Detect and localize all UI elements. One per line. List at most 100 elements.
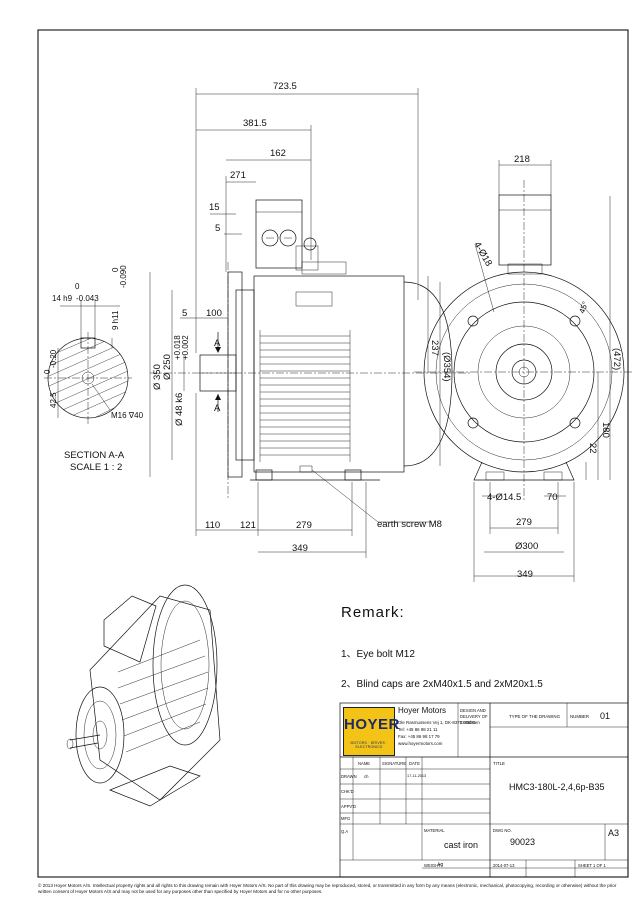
title-block [339, 702, 629, 878]
company-name: Hoyer Motors [398, 706, 447, 715]
front-view [414, 180, 634, 500]
side-view [150, 199, 470, 500]
sec-14h9-tol: -0.043 [76, 294, 99, 303]
sec-14h9: 14 h9 [52, 294, 73, 303]
dim-5-mid: 5 [182, 308, 187, 319]
side-note-3: CODES [460, 720, 475, 725]
dim-472: (472) [611, 348, 622, 370]
terminal-box-front [498, 194, 552, 266]
dim-349-front: 349 [517, 569, 533, 580]
dim-4-d18: 4-Ø18 [471, 240, 494, 268]
section-arrow-a-top: A [214, 338, 221, 349]
dim-4-d14-5: 4-Ø14.5 [487, 492, 521, 503]
dim-162: 162 [270, 148, 286, 159]
sec-42-5: 42.5 [49, 392, 58, 408]
dim-180: 180 [600, 422, 611, 438]
number-label: NUMBER [570, 714, 590, 719]
company-address-1: Ole Rasmussens Vej 1, DK-8370 Hadsten [398, 720, 480, 725]
dim-381-5: 381.5 [243, 118, 267, 129]
remark-item-1: 1、Eye bolt M12 [341, 649, 415, 660]
col-signature: SIGNATURE [382, 761, 407, 766]
dim-d250: Ø 250 [162, 354, 173, 380]
dim-70: 70 [547, 492, 558, 503]
sec-m16: M16 ∇40 [111, 411, 144, 420]
side-dimensions: 723.5 381.5 162 271 15 5 5 100 Ø 350 Ø 2… [149, 81, 452, 558]
logo-subtitle: MOTORS · DRIVES · ELECTRONICS [350, 741, 388, 749]
drawn-date: 17-11-2013 [407, 774, 427, 778]
cooling-fins [259, 330, 351, 462]
row-approved: APPV'D [341, 804, 356, 809]
type-of-drawing-label: TYPE OF THE DRAWING [509, 714, 560, 719]
flange-hole [569, 315, 581, 327]
title-value: HMC3-180L-2,4,6p-B35 [509, 782, 605, 792]
dim-279-side: 279 [296, 520, 312, 531]
sec-9h11: 9 h11 [111, 310, 120, 330]
dim-d350: Ø 350 [152, 364, 163, 390]
scale-label: SCALE 1 : 2 [70, 462, 122, 473]
dim-tol-48k6-b: +0.002 [181, 335, 190, 360]
flange-hole [467, 417, 479, 429]
number-value: 01 [600, 711, 611, 721]
company-address-4: www.hoyermotors.com [398, 741, 443, 746]
dim-5-top: 5 [215, 223, 220, 234]
weight-label: WEIGHT [424, 863, 441, 868]
dim-100: 100 [206, 308, 222, 319]
row-qa: Q.A [341, 829, 349, 834]
dwg-no-label: DWG NO. [493, 828, 512, 833]
dim-22: 22 [587, 443, 598, 454]
company-address-3: Fax: +45 86 98 17 79 [398, 734, 440, 739]
cable-gland [261, 229, 279, 247]
col-name: NAME [358, 761, 371, 766]
section-label: SECTION A-A [64, 450, 125, 461]
row-mfg: MFG [341, 816, 351, 821]
dim-723-5: 723.5 [273, 81, 297, 92]
remark-item-2: 2、Blind caps are 2xM40x1.5 and 2xM20x1.5 [341, 679, 543, 690]
material-label: MATERIAL [424, 828, 445, 833]
row-drawn: DRAWN [341, 774, 357, 779]
title-label: TITLE [493, 761, 505, 766]
row-checked: CHK'D [341, 789, 354, 794]
material-value: cast iron [444, 840, 479, 850]
sec-020: -0.20 [49, 349, 58, 368]
eye-bolt [303, 237, 317, 251]
section-arrow-a-bottom: A [214, 403, 221, 414]
side-note-1: DESIGN AND [460, 708, 486, 713]
drawn-name: ch [364, 774, 369, 779]
dim-279-front: 279 [516, 517, 532, 528]
flange-hole [569, 417, 581, 429]
sec-0090: -0.090 [119, 265, 128, 288]
dim-45: 45° [577, 300, 590, 314]
cable-gland [279, 229, 297, 247]
section-a-a: 0 14 h9 -0.043 9 h11 0 -0.090 0 42.5 -0.… [43, 265, 144, 473]
dim-tol-48k6: +0.018 [173, 335, 182, 360]
earth-screw-label: earth screw M8 [377, 519, 442, 530]
dim-349-side: 349 [292, 543, 308, 554]
dim-d300: Ø300 [515, 541, 538, 552]
copyright-footer: © 2013 Hoyer Motors A/S. Intellectual pr… [38, 883, 617, 894]
dim-15: 15 [209, 202, 220, 213]
terminal-box [255, 199, 303, 269]
sec-zero: 0 [75, 282, 80, 291]
col-date: DATE [409, 761, 420, 766]
dim-110: 110 [205, 520, 220, 531]
isometric-view [66, 584, 221, 807]
dim-218: 218 [514, 154, 530, 165]
size-value: A3 [608, 828, 620, 838]
dim-271: 271 [230, 170, 246, 181]
drawing-frame [37, 29, 629, 878]
date-cell: 2014-07-13 [493, 863, 515, 868]
weight-value: kg [438, 862, 444, 868]
dim-354: (Ø354) [441, 352, 452, 382]
sec-zero-c: 0 [43, 369, 52, 374]
dim-237: 237 [429, 340, 440, 356]
dim-121: 121 [240, 520, 256, 531]
hoyer-logo: HOYER MOTORS · DRIVES · ELECTRONICS [343, 707, 400, 756]
dwg-no-value: 90023 [510, 837, 536, 847]
remark-title: Remark: [341, 604, 405, 621]
sheet-cell: SHEET 1 OF 1 [578, 863, 606, 868]
logo-text: HOYER [344, 716, 400, 733]
side-note-2: DELIVERY OF [460, 714, 488, 719]
company-address-2: Tel: +45 86 98 21 11 [398, 727, 438, 732]
sec-zero-b: 0 [111, 267, 120, 272]
